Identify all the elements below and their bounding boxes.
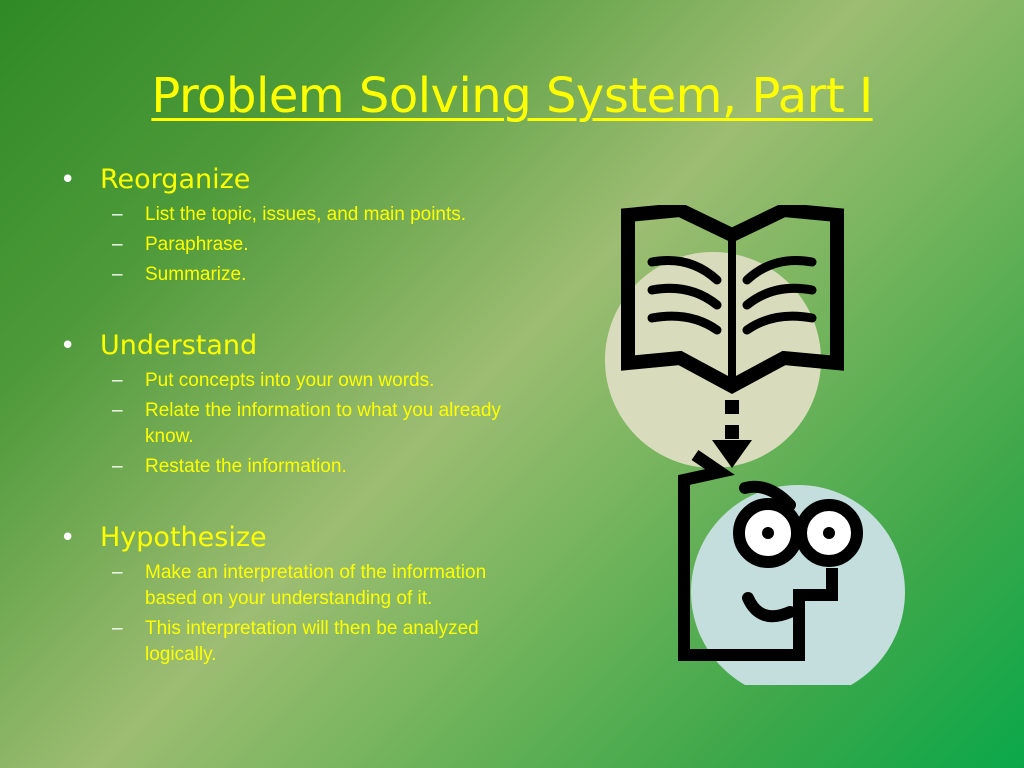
dash-icon: – xyxy=(112,234,123,255)
beige-circle-shape xyxy=(605,252,821,468)
bullet-icon: • xyxy=(60,165,76,195)
book-to-head-icon xyxy=(605,205,905,685)
list-item: – Put concepts into your own words. xyxy=(60,368,530,394)
dash-icon: – xyxy=(112,370,123,391)
list-item-text: Restate the information. xyxy=(145,456,347,477)
list-item-text: Relate the information to what you alrea… xyxy=(145,400,501,447)
bullet-list: • Reorganize – List the topic, issues, an… xyxy=(60,160,530,672)
dash-icon: – xyxy=(112,456,123,477)
list-item: – Make an interpretation of the informati… xyxy=(60,560,530,612)
arrow-down-icon xyxy=(712,400,752,468)
section-heading: Understand xyxy=(100,330,258,361)
dash-icon: – xyxy=(112,400,123,421)
section-heading: Reorganize xyxy=(100,164,251,195)
list-item-text: Paraphrase. xyxy=(145,234,249,255)
list-item: – Relate the information to what you alre… xyxy=(60,398,530,450)
page-title: Problem Solving System, Part I xyxy=(151,68,873,124)
section-reorganize: • Reorganize – List the topic, issues, an… xyxy=(60,160,530,288)
dash-icon: – xyxy=(112,204,123,225)
section-hypothesize: • Hypothesize – Make an interpretation of… xyxy=(60,518,530,668)
list-item: – Paraphrase. xyxy=(60,232,530,258)
dash-icon: – xyxy=(112,618,123,639)
bullet-icon: • xyxy=(60,331,76,361)
section-heading: Hypothesize xyxy=(100,522,267,553)
head-icon xyxy=(678,450,838,661)
list-item: – List the topic, issues, and main points… xyxy=(60,202,530,228)
open-book-icon xyxy=(621,205,844,394)
list-item-text: Summarize. xyxy=(145,264,247,285)
list-item: – Restate the information. xyxy=(60,454,530,480)
dash-icon: – xyxy=(112,562,123,583)
bullet-icon: • xyxy=(60,523,76,553)
list-item-text: This interpretation will then be analyze… xyxy=(145,618,479,665)
list-item: – This interpretation will then be analyz… xyxy=(60,616,530,668)
eyes-icon xyxy=(733,498,863,568)
section-understand: • Understand – Put concepts into your own… xyxy=(60,326,530,480)
list-item-text: Put concepts into your own words. xyxy=(145,370,435,391)
list-item-text: List the topic, issues, and main points. xyxy=(145,204,467,225)
list-item-text: Make an interpretation of the informatio… xyxy=(145,562,487,609)
list-item: – Summarize. xyxy=(60,262,530,288)
dash-icon: – xyxy=(112,264,123,285)
